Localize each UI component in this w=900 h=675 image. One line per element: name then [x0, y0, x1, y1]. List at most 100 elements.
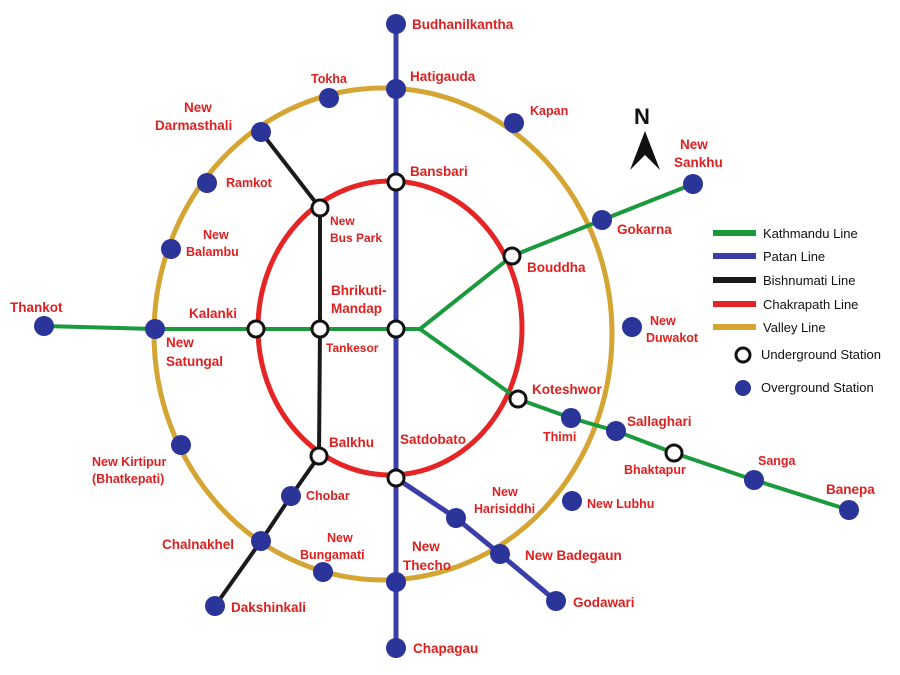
station-budhanilkantha[interactable]	[386, 14, 406, 34]
label-bhaktapur: Bhaktapur	[624, 463, 686, 477]
label-new-sankhu-1: New	[680, 137, 708, 152]
station-new-badegaun[interactable]	[490, 544, 510, 564]
label-thankot: Thankot	[10, 300, 63, 315]
label-bouddha: Bouddha	[527, 260, 586, 275]
label-ramkot: Ramkot	[226, 176, 273, 190]
label-gokarna: Gokarna	[617, 222, 672, 237]
station-godawari[interactable]	[546, 591, 566, 611]
station-kapan[interactable]	[504, 113, 524, 133]
label-new-duwakot-1: New	[650, 314, 676, 328]
overground-stations	[34, 14, 859, 658]
label-hatigauda: Hatigauda	[410, 69, 476, 84]
station-koteshwor[interactable]	[508, 389, 528, 409]
station-dakshinkali[interactable]	[205, 596, 225, 616]
legend: Kathmandu Line Patan Line Bishnumati Lin…	[713, 226, 881, 396]
station-sallaghari[interactable]	[606, 421, 626, 441]
station-new-lubhu[interactable]	[562, 491, 582, 511]
station-balkhu[interactable]	[309, 446, 329, 466]
north-letter: N	[634, 104, 650, 129]
label-new-balambu-1: New	[203, 228, 229, 242]
station-tokha[interactable]	[319, 88, 339, 108]
label-new-harisiddhi-2: Harisiddhi	[474, 502, 535, 516]
label-thimi: Thimi	[543, 430, 576, 444]
station-new-bungamati[interactable]	[313, 562, 333, 582]
station-hatigauda[interactable]	[386, 79, 406, 99]
label-godawari: Godawari	[573, 595, 635, 610]
label-new-balambu-2: Balambu	[186, 245, 239, 259]
legend-label-kathmandu: Kathmandu Line	[763, 226, 858, 241]
legend-label-valley: Valley Line	[763, 320, 826, 335]
station-new-darmasthali[interactable]	[251, 122, 271, 142]
station-new-satungal[interactable]	[145, 319, 165, 339]
station-new-harisiddhi[interactable]	[446, 508, 466, 528]
label-tankesor: Tankesor	[326, 341, 379, 355]
compass: N	[630, 104, 660, 170]
label-bhrikuti-mandap-2: Mandap	[331, 301, 382, 316]
label-new-darmasthali-2: Darmasthali	[155, 118, 232, 133]
station-thimi[interactable]	[561, 408, 581, 428]
label-balkhu: Balkhu	[329, 435, 374, 450]
station-tankesor[interactable]	[310, 319, 330, 339]
label-new-lubhu: New Lubhu	[587, 497, 654, 511]
station-new-balambu[interactable]	[161, 239, 181, 259]
valley-line	[151, 85, 615, 583]
label-tokha: Tokha	[311, 72, 348, 86]
legend-label-bishnumati: Bishnumati Line	[763, 273, 856, 288]
legend-label-patan: Patan Line	[763, 249, 825, 264]
label-bhrikuti-mandap-1: Bhrikuti-	[331, 283, 387, 298]
station-banepa[interactable]	[839, 500, 859, 520]
station-new-thecho[interactable]	[386, 572, 406, 592]
legend-label-overground: Overground Station	[761, 380, 874, 395]
label-new-thecho-1: New	[412, 539, 440, 554]
label-new-bungamati-1: New	[327, 531, 353, 545]
label-chalnakhel: Chalnakhel	[162, 537, 234, 552]
label-new-duwakot-2: Duwakot	[646, 331, 699, 345]
station-gokarna[interactable]	[592, 210, 612, 230]
label-new-darmasthali-1: New	[184, 100, 212, 115]
station-chalnakhel[interactable]	[251, 531, 271, 551]
label-bansbari: Bansbari	[410, 164, 468, 179]
station-new-bus-park[interactable]	[310, 198, 330, 218]
station-bhrikuti-mandap[interactable]	[386, 319, 406, 339]
station-new-kirtipur[interactable]	[171, 435, 191, 455]
station-labels: Budhanilkantha Hatigauda Tokha Kapan New…	[10, 17, 875, 656]
station-ramkot[interactable]	[197, 173, 217, 193]
label-new-kirtipur-2: (Bhatkepati)	[92, 472, 164, 486]
label-koteshwor: Koteshwor	[532, 382, 603, 397]
label-banepa: Banepa	[826, 482, 875, 497]
station-satdobato[interactable]	[386, 468, 406, 488]
underground-stations	[246, 172, 684, 488]
label-chapagau: Chapagau	[413, 641, 478, 656]
label-new-thecho-2: Thecho	[403, 558, 451, 573]
station-bhaktapur[interactable]	[664, 443, 684, 463]
label-new-bungamati-2: Bungamati	[300, 548, 365, 562]
label-new-sankhu-2: Sankhu	[674, 155, 723, 170]
label-sanga: Sanga	[758, 454, 797, 468]
label-kapan: Kapan	[530, 104, 568, 118]
label-new-satungal-1: New	[166, 335, 194, 350]
label-dakshinkali: Dakshinkali	[231, 600, 306, 615]
legend-label-chakrapath: Chakrapath Line	[763, 297, 858, 312]
station-sanga[interactable]	[744, 470, 764, 490]
label-sallaghari: Sallaghari	[627, 414, 692, 429]
station-bansbari[interactable]	[386, 172, 406, 192]
station-new-duwakot[interactable]	[622, 317, 642, 337]
station-new-sankhu[interactable]	[683, 174, 703, 194]
station-thankot[interactable]	[34, 316, 54, 336]
station-chapagau[interactable]	[386, 638, 406, 658]
station-chobar[interactable]	[281, 486, 301, 506]
label-budhanilkantha: Budhanilkantha	[412, 17, 514, 32]
label-new-bus-park-2: Bus Park	[330, 231, 382, 245]
legend-overground-icon	[735, 380, 751, 396]
label-chobar: Chobar	[306, 489, 350, 503]
station-bouddha[interactable]	[502, 246, 522, 266]
label-kalanki: Kalanki	[189, 306, 237, 321]
label-new-harisiddhi-1: New	[492, 485, 518, 499]
legend-underground-icon	[734, 346, 752, 364]
label-satdobato: Satdobato	[400, 432, 466, 447]
label-new-kirtipur-1: New Kirtipur	[92, 455, 166, 469]
legend-label-underground: Underground Station	[761, 347, 881, 362]
station-kalanki[interactable]	[246, 319, 266, 339]
label-new-badegaun: New Badegaun	[525, 548, 622, 563]
